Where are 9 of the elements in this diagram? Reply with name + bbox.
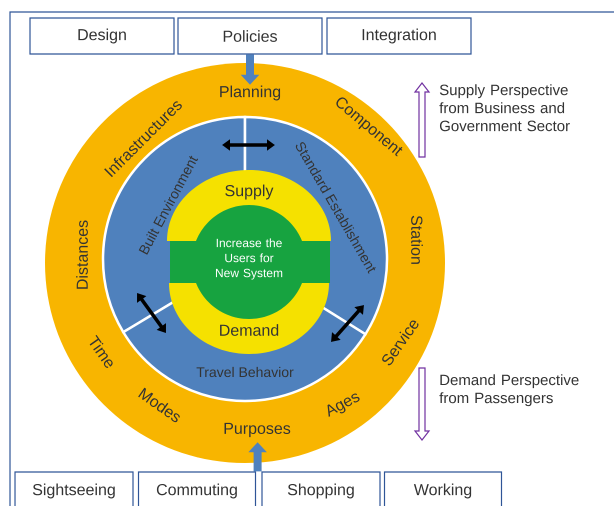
label-box: Commuting xyxy=(138,471,256,506)
label-box: Shopping xyxy=(261,471,381,506)
label-box: Working xyxy=(384,471,502,506)
label-box: Sightseeing xyxy=(14,471,134,506)
label-box: Policies xyxy=(177,17,323,55)
arrow xyxy=(137,293,166,333)
label-box: Design xyxy=(29,17,175,55)
label-box: Integration xyxy=(326,17,472,55)
arrow xyxy=(331,305,364,342)
